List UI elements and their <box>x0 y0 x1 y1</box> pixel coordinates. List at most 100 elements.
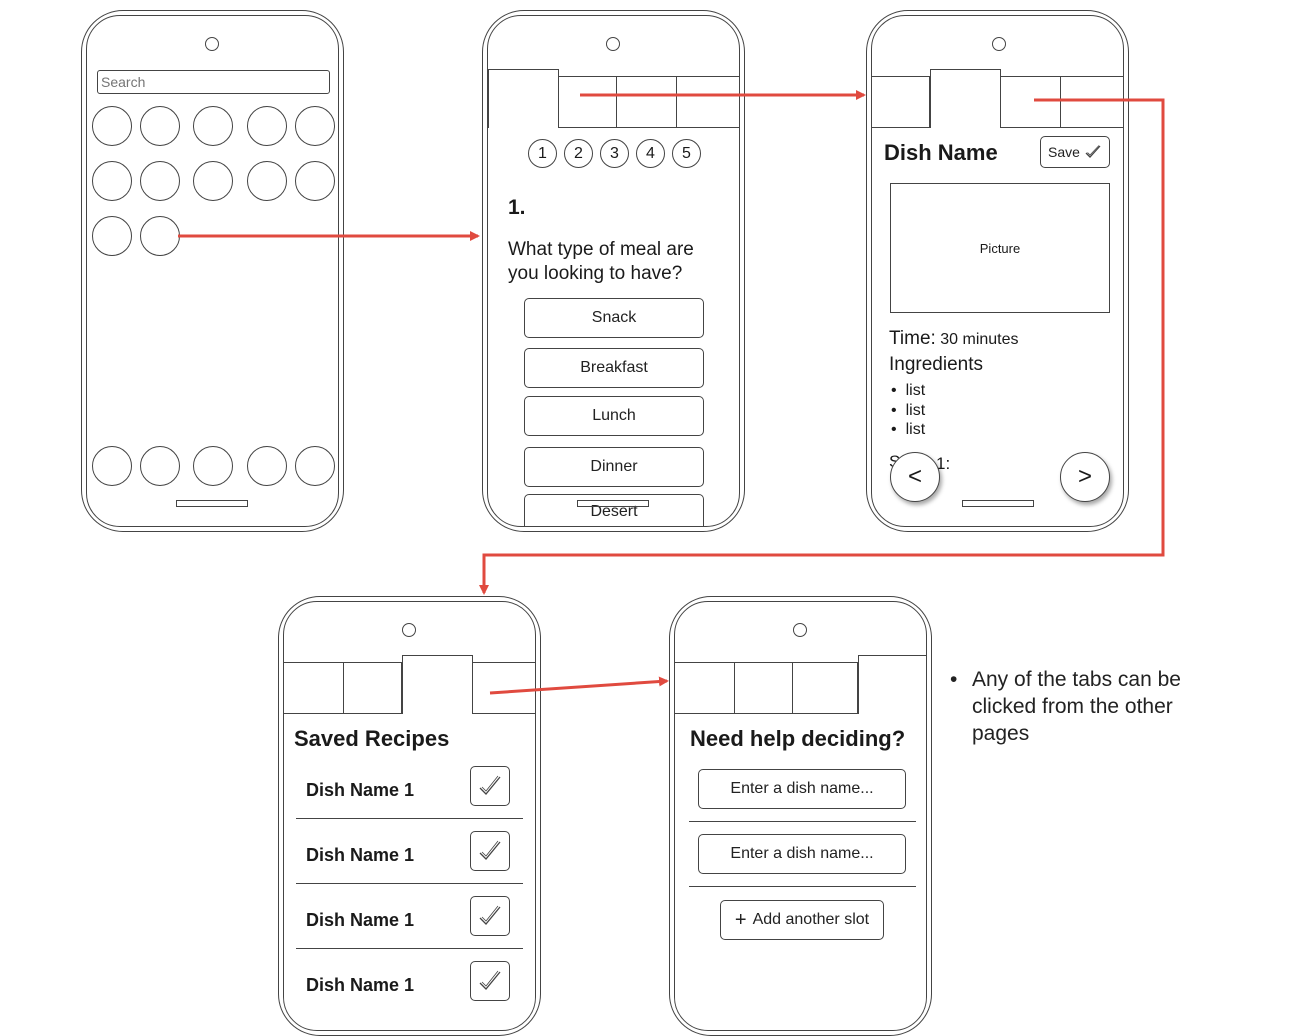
check-icon <box>1085 145 1101 158</box>
help-title: Need help deciding? <box>690 726 906 751</box>
recipe-item-circle[interactable] <box>92 161 132 201</box>
option-snack[interactable]: Snack <box>524 298 704 338</box>
tab-quiz[interactable] <box>675 663 735 713</box>
dish-name-input-1[interactable]: Enter a dish name... <box>698 769 906 809</box>
tab-help[interactable] <box>473 663 535 713</box>
ingredient-item: • list <box>891 421 925 439</box>
check-icon <box>479 775 501 795</box>
time-value: 30 minutes <box>940 331 1019 348</box>
tab-bar <box>488 69 739 128</box>
tab-quiz[interactable] <box>488 69 559 128</box>
step-3[interactable]: 3 <box>600 139 629 168</box>
option-dinner[interactable]: Dinner <box>524 447 704 487</box>
phone-help-screen: Need help deciding? Enter a dish name...… <box>669 596 932 1036</box>
camera-icon <box>793 623 807 637</box>
tab-recipe[interactable] <box>735 663 793 713</box>
next-button[interactable]: > <box>1060 452 1110 502</box>
bottom-nav-circle[interactable] <box>92 446 132 486</box>
step-1[interactable]: 1 <box>528 139 557 168</box>
saved-toggle-button[interactable] <box>470 766 510 806</box>
option-label: Dinner <box>590 458 638 475</box>
tab-quiz[interactable] <box>284 663 344 713</box>
recipe-item-circle[interactable] <box>140 161 180 201</box>
next-label: > <box>1077 463 1092 490</box>
option-desert[interactable]: Desert <box>524 494 704 526</box>
divider <box>296 883 523 884</box>
tab-recipe[interactable] <box>559 77 617 127</box>
phone-recipe-screen: Dish Name Save Picture Time: 30 minutes … <box>866 10 1129 532</box>
recipe-item-circle[interactable] <box>193 161 233 201</box>
divider <box>689 821 916 822</box>
ingredient-item: •list <box>891 402 925 420</box>
bottom-nav-circle[interactable] <box>193 446 233 486</box>
tab-saved[interactable] <box>402 655 473 714</box>
save-button[interactable]: Save <box>1040 136 1110 168</box>
recipe-item-circle[interactable] <box>193 106 233 146</box>
ingredient-text: list <box>905 382 926 399</box>
time-label: Time: <box>889 328 936 349</box>
step-4[interactable]: 4 <box>636 139 665 168</box>
recipe-item-circle[interactable] <box>92 216 132 256</box>
recipe-item-circle[interactable] <box>295 106 335 146</box>
ingredients-heading: Ingredients <box>889 354 984 375</box>
home-indicator <box>962 500 1034 507</box>
recipe-item-circle[interactable] <box>140 106 180 146</box>
dish-name-placeholder: Enter a dish name... <box>730 845 874 862</box>
saved-dish-name: Dish Name 1 <box>306 780 415 800</box>
step-2[interactable]: 2 <box>564 139 593 168</box>
tab-help[interactable] <box>858 655 926 714</box>
camera-icon <box>992 37 1006 51</box>
saved-toggle-button[interactable] <box>470 896 510 936</box>
question-number: 1. <box>508 196 526 219</box>
camera-icon <box>402 623 416 637</box>
ingredient-text: list <box>905 421 926 438</box>
bottom-nav-circle[interactable] <box>247 446 287 486</box>
step-5[interactable]: 5 <box>672 139 701 168</box>
note: • Any of the tabs can be clicked from th… <box>950 666 1200 747</box>
tab-help[interactable] <box>677 77 739 127</box>
save-label: Save <box>1048 144 1080 160</box>
tab-recipe[interactable] <box>344 663 402 713</box>
option-lunch[interactable]: Lunch <box>524 396 704 436</box>
tab-saved[interactable] <box>793 663 858 713</box>
tab-quiz[interactable] <box>872 77 930 127</box>
saved-title: Saved Recipes <box>294 726 450 751</box>
prev-button[interactable]: < <box>890 452 940 502</box>
divider <box>689 886 916 887</box>
tab-help[interactable] <box>1061 77 1123 127</box>
note-text: Any of the tabs can be clicked from the … <box>972 668 1181 745</box>
recipe-item-circle[interactable] <box>140 216 180 256</box>
dish-name-input-2[interactable]: Enter a dish name... <box>698 834 906 874</box>
bullet: • <box>891 421 897 438</box>
phone-screen: Need help deciding? Enter a dish name...… <box>674 601 927 1031</box>
recipe-item-circle[interactable] <box>295 161 335 201</box>
home-indicator <box>577 500 649 507</box>
recipe-item-circle[interactable] <box>92 106 132 146</box>
saved-toggle-button[interactable] <box>470 961 510 1001</box>
option-label: Breakfast <box>580 359 648 376</box>
option-label: Snack <box>591 309 637 326</box>
camera-icon <box>606 37 620 51</box>
tab-saved[interactable] <box>1001 77 1061 127</box>
ingredient-text: list <box>905 401 926 419</box>
saved-toggle-button[interactable] <box>470 831 510 871</box>
tab-saved[interactable] <box>617 77 677 127</box>
check-icon <box>479 840 501 860</box>
add-slot-button[interactable]: + Add another slot <box>720 900 884 940</box>
tab-bar <box>284 655 535 714</box>
bottom-nav-circle[interactable] <box>140 446 180 486</box>
search-input[interactable] <box>97 70 330 94</box>
recipe-item-circle[interactable] <box>247 161 287 201</box>
dish-title: Dish Name <box>884 140 998 165</box>
check-icon <box>479 970 501 990</box>
option-breakfast[interactable]: Breakfast <box>524 348 704 388</box>
dish-name-placeholder: Enter a dish name... <box>730 780 874 797</box>
tab-recipe[interactable] <box>930 69 1001 128</box>
recipe-item-circle[interactable] <box>247 106 287 146</box>
phone-search-screen <box>81 10 344 532</box>
add-slot-label: Add another slot <box>752 911 870 928</box>
bottom-nav-circle[interactable] <box>295 446 335 486</box>
